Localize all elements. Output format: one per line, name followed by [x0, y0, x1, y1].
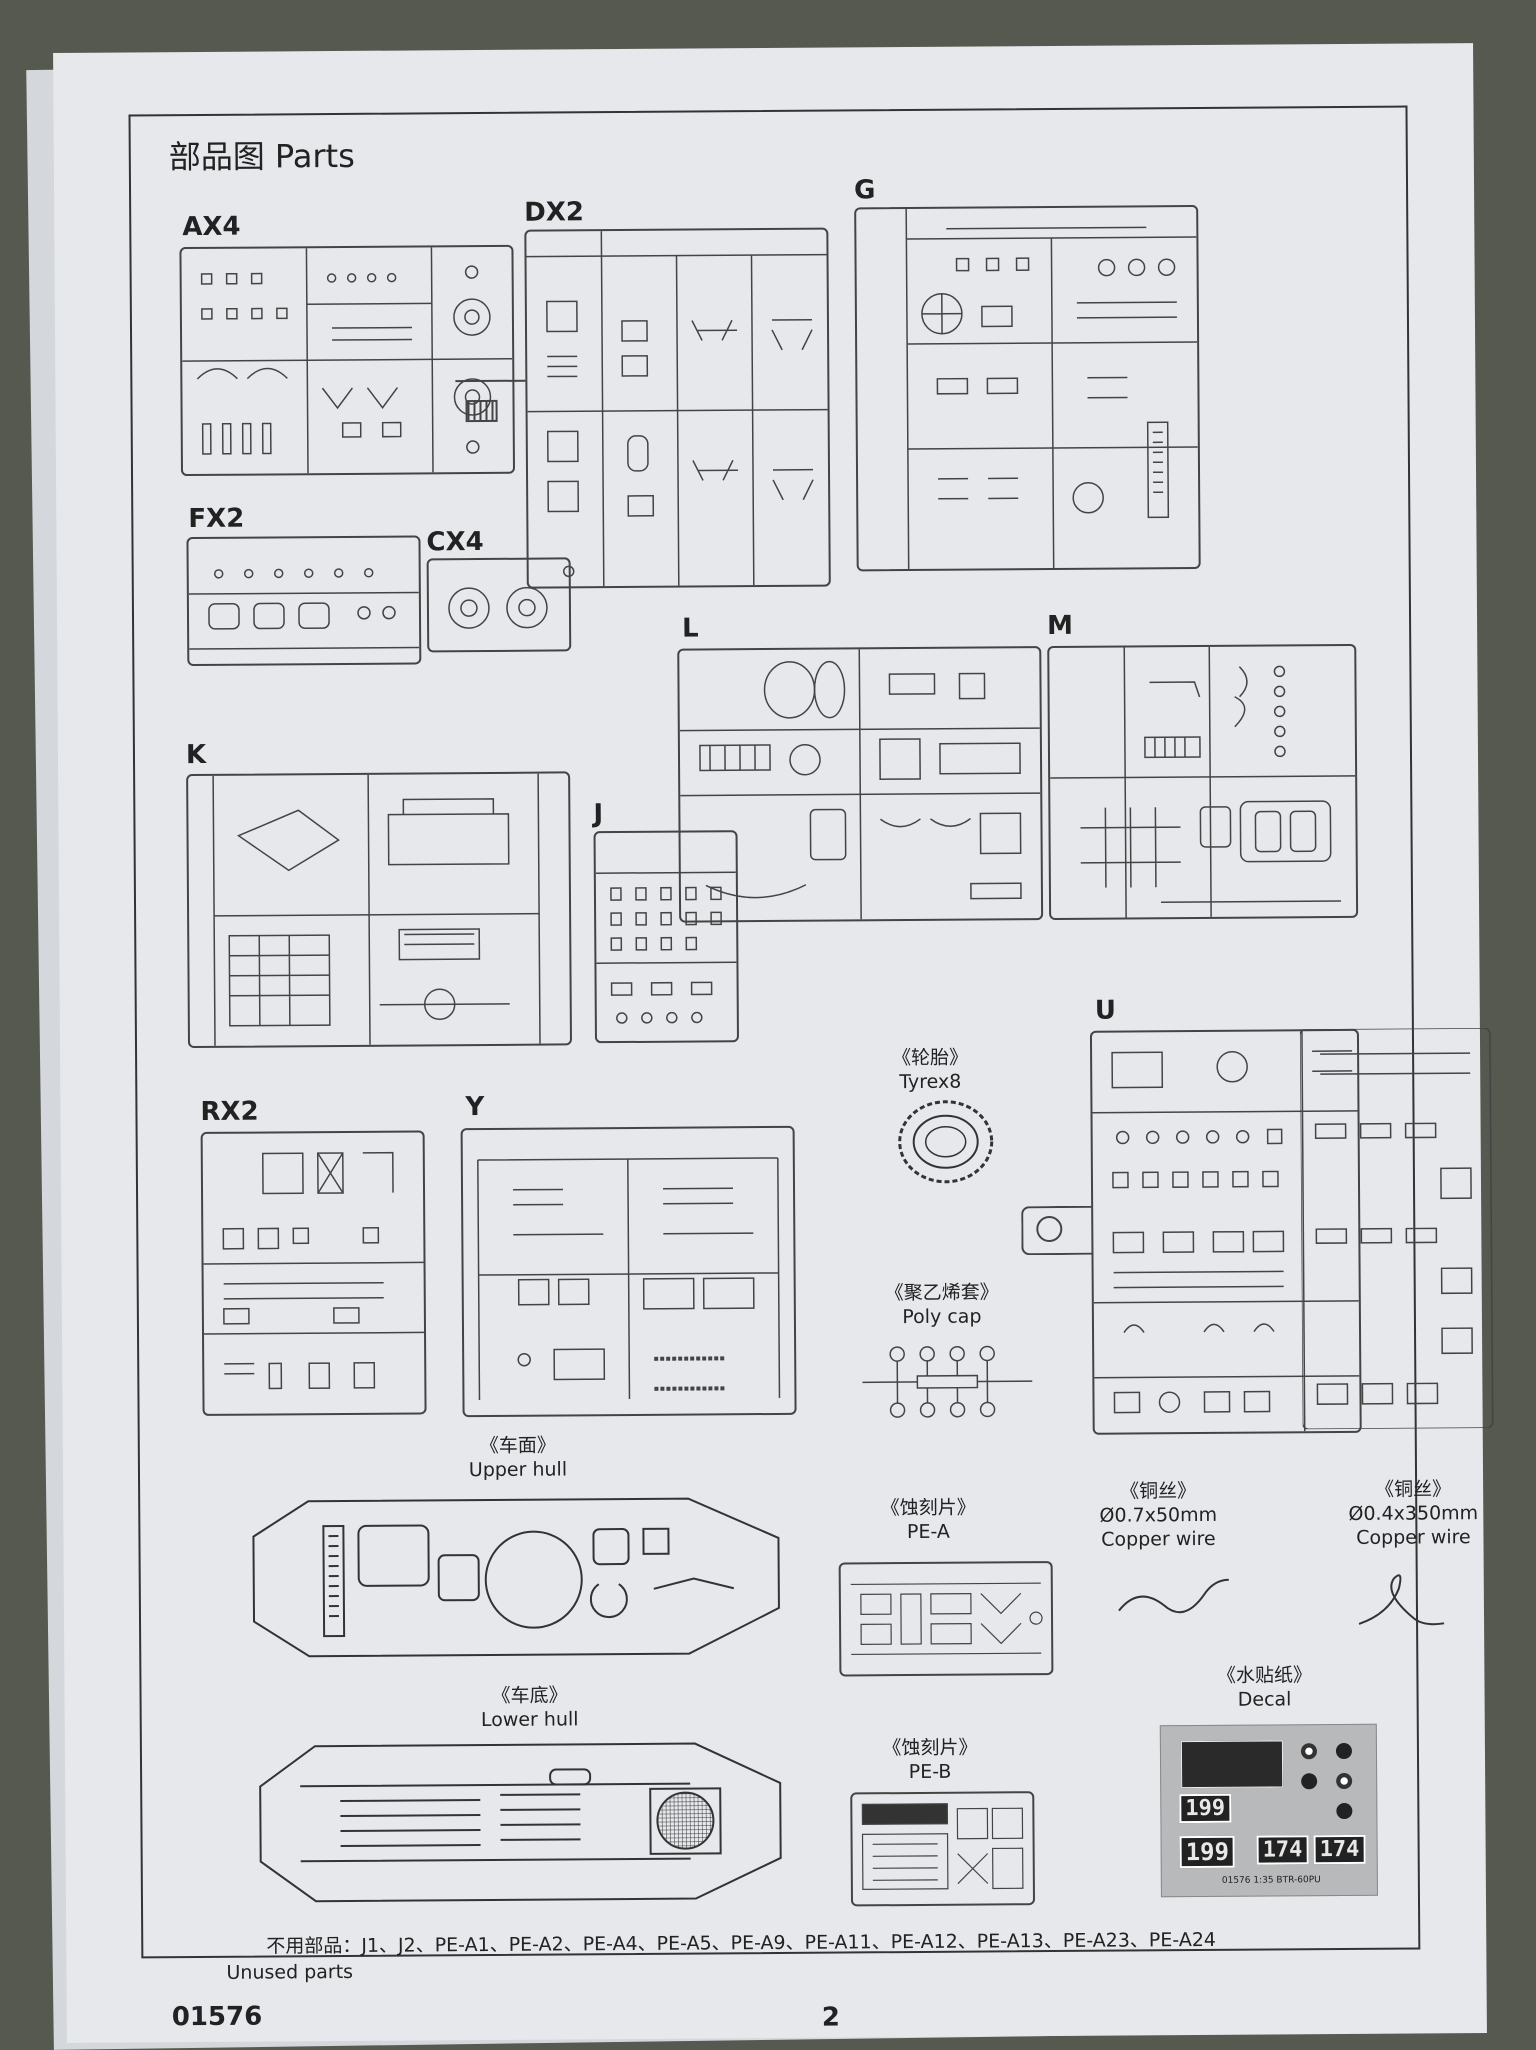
pe-b-caption: 《蚀刻片》 PE-B [870, 1736, 990, 1784]
decal-caption-cn: 《水贴纸》 [1194, 1664, 1334, 1689]
polycap-caption: 《聚乙烯套》 Poly cap [862, 1281, 1022, 1330]
sprue-label-m: M [1047, 611, 1073, 641]
sprue-fx2 [186, 535, 421, 666]
decal-caption: 《水贴纸》 Decal [1194, 1664, 1334, 1712]
lower-hull-illustration [250, 1733, 791, 1912]
decal-roundel-1 [1301, 1743, 1317, 1759]
dx2-grille [466, 400, 498, 422]
sprue-label-fx2: FX2 [188, 504, 244, 534]
unused-parts-label: Unused parts [226, 1961, 353, 1984]
decal-number-2: 174 [1257, 1835, 1309, 1864]
lower-hull-caption-en: Lower hull [455, 1708, 605, 1733]
pe-a-caption: 《蚀刻片》 PE-A [868, 1496, 988, 1544]
pe-b-fret-drawing [852, 1793, 1033, 1904]
sprue-j-drawing [596, 832, 737, 1041]
wire-1-caption: 《铜丝》 Ø0.7x50mm Copper wire [1078, 1480, 1238, 1552]
sprue-dx2-drawing [526, 230, 828, 587]
polycap-illustration [862, 1341, 1033, 1422]
sprue-y [461, 1126, 797, 1417]
sprue-ax4 [179, 245, 515, 476]
upper-hull-caption-en: Upper hull [443, 1458, 593, 1483]
sprue-fx2-drawing [188, 537, 419, 664]
sprue-label-cx4: CX4 [426, 527, 483, 557]
wire-2-illustration [1354, 1563, 1455, 1644]
decal-roundel-5 [1336, 1803, 1352, 1819]
product-code: 01576 [172, 2002, 263, 2033]
upper-hull-illustration [243, 1488, 784, 1667]
sprue-y-drawing [463, 1128, 795, 1415]
upper-hull-caption-cn: 《车面》 [443, 1434, 593, 1459]
tyre-caption-en: Tyrex8 [870, 1070, 990, 1095]
sprue-label-j: J [593, 799, 603, 829]
sprue-rx2 [201, 1130, 427, 1416]
sprue-label-y: Y [465, 1092, 484, 1122]
tyre-caption-cn: 《轮胎》 [870, 1046, 990, 1071]
instruction-page: 部品图 Parts AX4 DX2 [53, 43, 1487, 2043]
pe-a-caption-cn: 《蚀刻片》 [868, 1496, 988, 1521]
wire-2-caption-size: Ø0.4x350mm [1333, 1502, 1493, 1527]
wire-2-caption: 《铜丝》 Ø0.4x350mm Copper wire [1333, 1478, 1493, 1550]
lower-hull-caption-cn: 《车底》 [454, 1684, 604, 1709]
decal-caption-en: Decal [1195, 1688, 1335, 1713]
wire-1-illustration [1114, 1570, 1234, 1631]
sprue-label-ax4: AX4 [182, 212, 240, 242]
polycap-caption-en: Poly cap [862, 1305, 1022, 1330]
sprue-k [186, 771, 572, 1048]
wire-1-caption-size: Ø0.7x50mm [1078, 1503, 1238, 1528]
sprue-u-right-drawing [1300, 1028, 1503, 1429]
u-runner-disc [1036, 1216, 1062, 1242]
decal-number-4: 174 [1314, 1835, 1366, 1864]
sprue-rx2-drawing [203, 1132, 425, 1414]
sprue-m-drawing [1049, 646, 1356, 918]
sprue-g [854, 205, 1201, 571]
unused-parts-list: 不用部品：J1、J2、PE-A1、PE-A2、PE-A4、PE-A5、PE-A9… [266, 1925, 1216, 1959]
sprue-cx4 [427, 557, 572, 652]
decal-roundel-4 [1336, 1773, 1352, 1789]
lower-hull-caption: 《车底》 Lower hull [454, 1684, 604, 1733]
sprue-j [594, 830, 739, 1043]
sprue-k-drawing [188, 773, 570, 1046]
polycap-caption-cn: 《聚乙烯套》 [862, 1281, 1022, 1306]
sprue-u-right [1300, 1028, 1503, 1429]
tyre-illustration [895, 1096, 996, 1187]
sprue-label-k: K [186, 740, 206, 770]
decal-sheet: 199 199 174 174 01576 1:35 BTR-60PU [1160, 1724, 1378, 1898]
wire-2-caption-cn: 《铜丝》 [1333, 1478, 1493, 1503]
pe-b-fret [850, 1791, 1035, 1906]
decal-roundel-3 [1301, 1773, 1317, 1789]
sprue-label-u: U [1095, 996, 1116, 1026]
sprue-label-g: G [854, 175, 876, 205]
sprue-dx2 [524, 228, 830, 589]
pe-a-caption-en: PE-A [868, 1520, 988, 1545]
upper-hull-caption: 《车面》 Upper hull [443, 1434, 593, 1483]
sprue-cx4-drawing [429, 559, 570, 650]
pe-b-caption-cn: 《蚀刻片》 [870, 1736, 990, 1761]
tyre-caption: 《轮胎》 Tyrex8 [870, 1046, 990, 1094]
sprue-label-rx2: RX2 [200, 1097, 258, 1127]
pe-a-fret [839, 1561, 1054, 1676]
wire-2-caption-en: Copper wire [1333, 1525, 1493, 1550]
decal-instrument-panel [1181, 1740, 1283, 1788]
pe-a-fret-drawing [841, 1563, 1052, 1674]
sprue-ax4-drawing [181, 247, 513, 474]
decal-sheet-caption: 01576 1:35 BTR-60PU [1222, 1875, 1321, 1886]
sprue-g-drawing [856, 207, 1199, 569]
pe-b-caption-en: PE-B [870, 1760, 990, 1785]
page-number: 2 [822, 2003, 840, 2033]
decal-number-1: 199 [1179, 1794, 1231, 1823]
decal-roundel-2 [1336, 1743, 1352, 1759]
wire-1-caption-cn: 《铜丝》 [1078, 1480, 1238, 1505]
sprue-label-l: L [682, 613, 699, 643]
wire-1-caption-en: Copper wire [1078, 1527, 1238, 1552]
decal-number-3: 199 [1180, 1836, 1236, 1868]
sprue-m [1047, 644, 1358, 920]
sprue-label-dx2: DX2 [524, 197, 584, 227]
page-title: 部品图 Parts [169, 131, 355, 178]
